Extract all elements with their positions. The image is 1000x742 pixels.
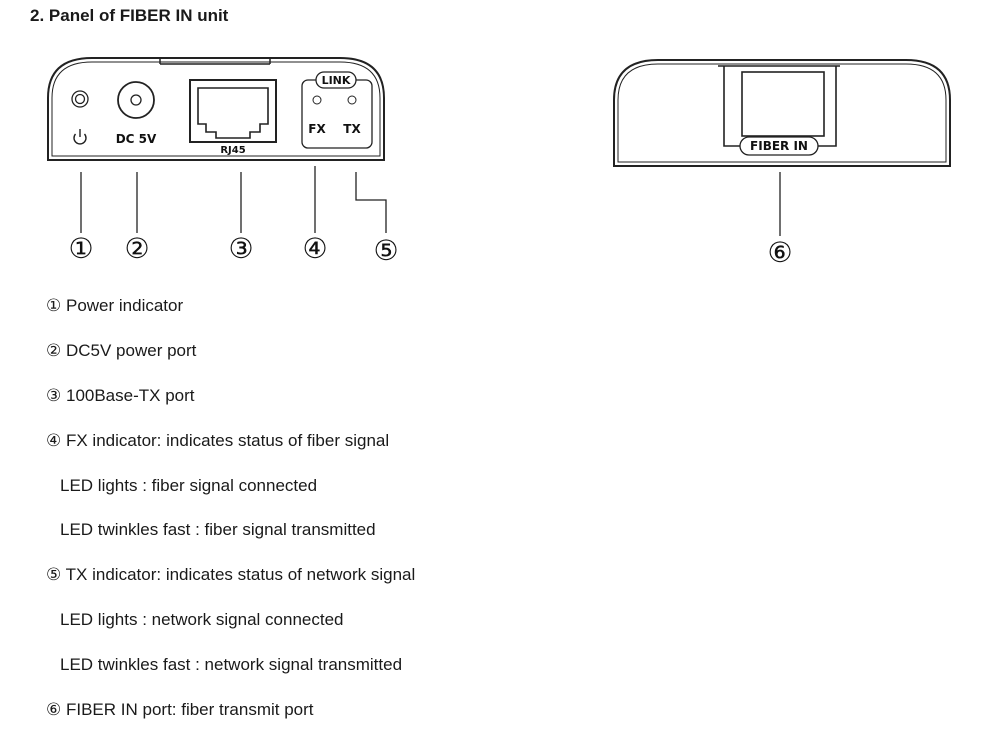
list-marker: ⑥	[46, 700, 62, 719]
list-marker: ②	[46, 341, 62, 360]
dc-5v-label: DC 5V	[116, 132, 157, 146]
description-fx-led-twinkles: LED twinkles fast : fiber signal transmi…	[60, 520, 376, 540]
description-fx-led-lights: LED lights : fiber signal connected	[60, 476, 317, 496]
link-indicator-box	[301, 71, 373, 149]
list-marker: ①	[46, 296, 62, 315]
description-tx-led-lights: LED lights : network signal connected	[60, 610, 344, 630]
callout-1: ①	[68, 232, 93, 265]
list-marker: ③	[46, 386, 62, 405]
front-panel-right: FIBER IN ⑥	[613, 59, 951, 269]
panel-right-housing	[613, 59, 951, 167]
description-tx-led-twinkles: LED twinkles fast : network signal trans…	[60, 655, 402, 675]
panel-left-housing	[47, 57, 385, 161]
description-text: DC5V power port	[65, 341, 197, 360]
power-icon	[73, 129, 87, 145]
panel-diagram: DC 5V RJ45 LINK FX TX ① ② ③ ④	[47, 57, 951, 269]
description-text: 100Base-TX port	[65, 386, 195, 405]
callout-2: ②	[124, 232, 149, 265]
callout-6: ⑥	[767, 236, 792, 269]
description-dc-power-port: ② DC5V power port	[46, 341, 196, 361]
callout-5: ⑤	[373, 234, 398, 267]
list-marker: ④	[46, 431, 62, 450]
description-text: LED lights : network signal connected	[60, 610, 344, 629]
description-text: FIBER IN port: fiber transmit port	[65, 700, 314, 719]
description-power-indicator: ① Power indicator	[46, 296, 183, 316]
power-indicator-led	[71, 90, 89, 108]
description-fx-indicator: ④ FX indicator: indicates status of fibe…	[46, 431, 389, 451]
description-text: LED lights : fiber signal connected	[60, 476, 318, 495]
tx-label: TX	[343, 122, 361, 136]
list-marker: ⑤	[46, 565, 62, 584]
page-title: 2. Panel of FIBER IN unit	[30, 6, 229, 25]
rj45-port	[189, 79, 277, 143]
description-text: TX indicator: indicates status of networ…	[65, 565, 416, 584]
front-panel-left: DC 5V RJ45 LINK FX TX ① ② ③ ④	[47, 57, 399, 267]
description-text: LED twinkles fast : network signal trans…	[60, 655, 403, 674]
link-label: LINK	[322, 74, 351, 87]
fx-led-icon	[312, 95, 322, 105]
callout-4: ④	[302, 232, 327, 265]
description-100base-tx-port: ③ 100Base-TX port	[46, 386, 195, 406]
tx-led-icon	[347, 95, 357, 105]
description-text: Power indicator	[65, 296, 184, 315]
callout-3: ③	[228, 232, 253, 265]
description-text: FX indicator: indicates status of fiber …	[65, 431, 390, 450]
description-fiber-in-port: ⑥ FIBER IN port: fiber transmit port	[46, 700, 314, 720]
description-tx-indicator: ⑤ TX indicator: indicates status of netw…	[46, 565, 415, 585]
dc-power-jack	[117, 81, 155, 119]
fiber-in-port	[718, 65, 840, 156]
fx-label: FX	[308, 122, 326, 136]
rj45-label: RJ45	[220, 145, 245, 156]
fiber-in-label: FIBER IN	[750, 139, 808, 153]
description-text: LED twinkles fast : fiber signal transmi…	[60, 520, 376, 539]
callout-leaders-left	[80, 166, 387, 233]
